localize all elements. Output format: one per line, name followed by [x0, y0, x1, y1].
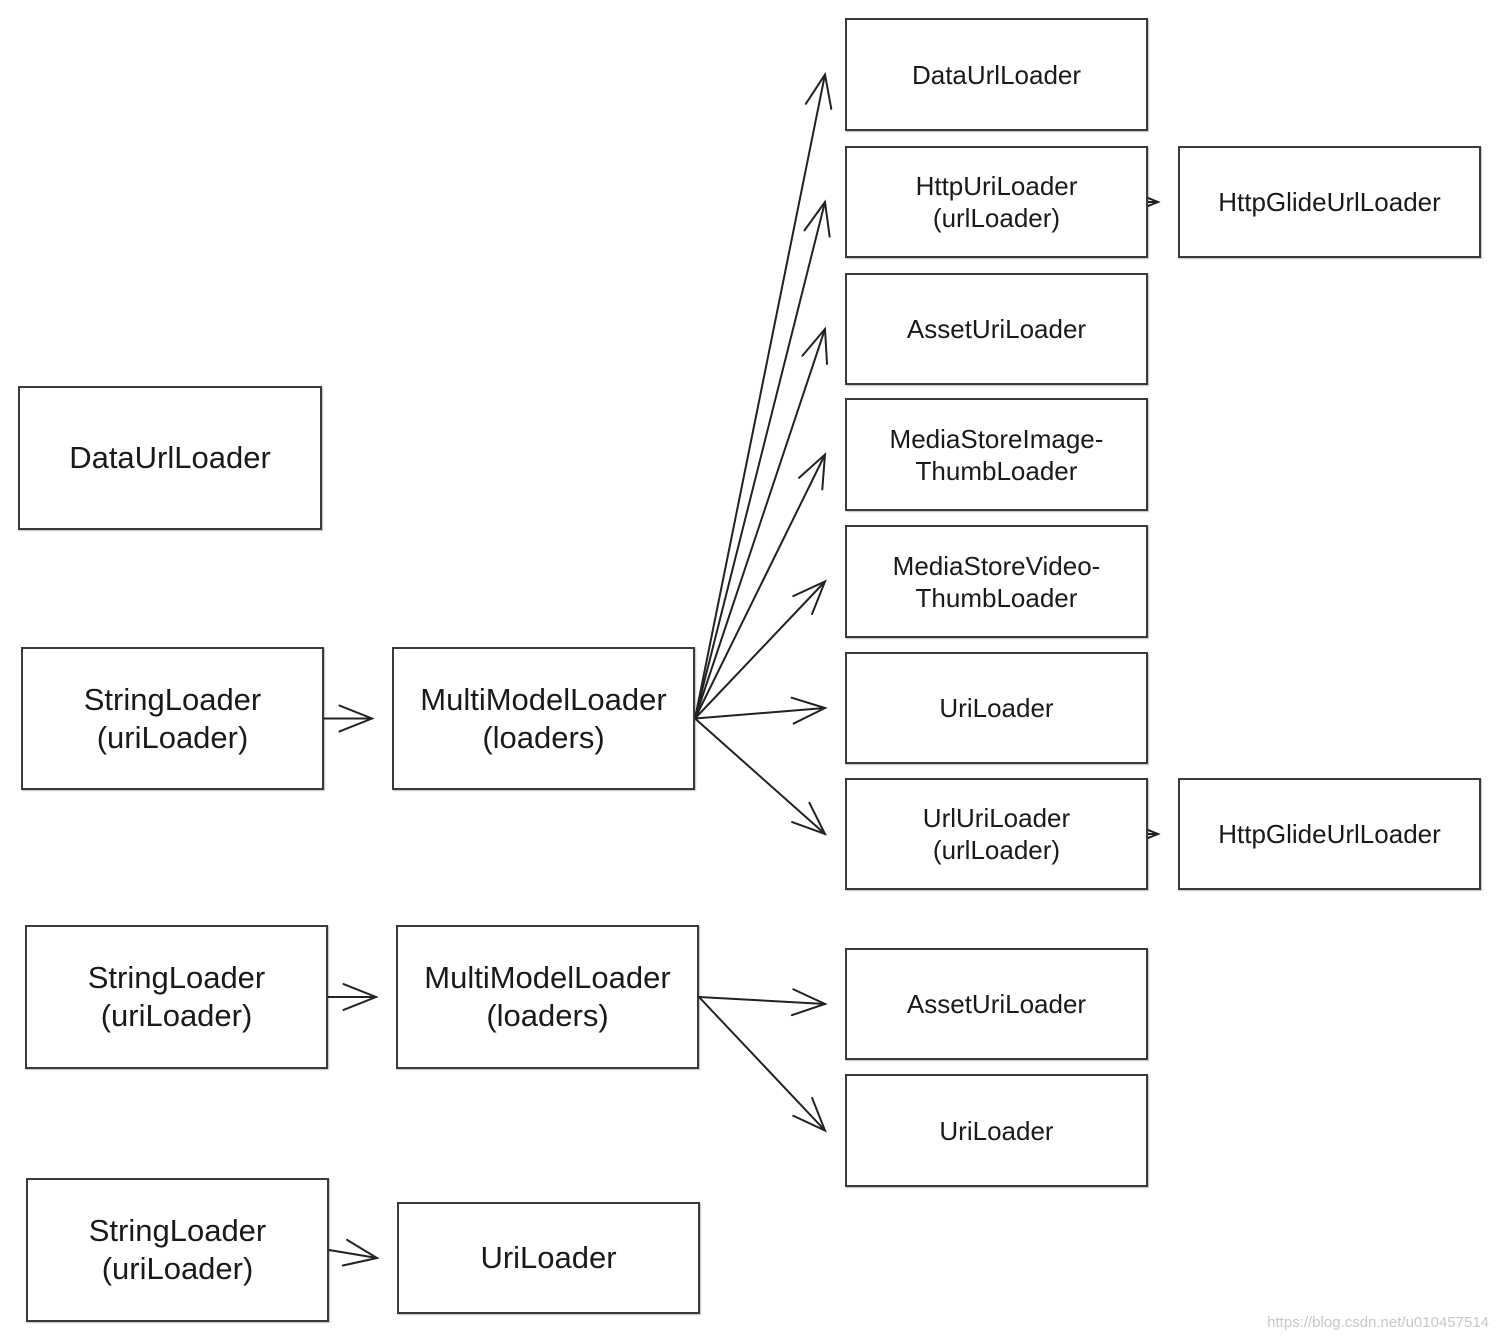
arrowhead — [792, 1096, 827, 1133]
node-label-line: MultiModelLoader — [420, 681, 667, 717]
node-label-line: DataUrlLoader — [911, 59, 1082, 90]
node-label-line: HttpGlideUrlLoader — [1218, 187, 1441, 217]
node-label-line: AssetUriLoader — [906, 314, 1087, 344]
watermark: https://blog.csdn.net/u010457514 — [1267, 1314, 1489, 1331]
node-asseturiloader-1: AssetUriLoader — [845, 273, 1148, 385]
node-label-line: MultiModelLoader — [424, 960, 671, 995]
node-uriloader-3: UriLoader — [397, 1202, 700, 1314]
node-label-line: (urlLoader) — [932, 835, 1061, 865]
arrowhead — [801, 326, 829, 365]
node-multimodelloader-1: MultiModelLoader(loaders) — [392, 647, 695, 790]
node-label-line: MediaStoreVideo- — [892, 550, 1101, 581]
node-label-line: StringLoader — [88, 1213, 267, 1248]
node-label-line: AssetUriLoader — [906, 989, 1087, 1019]
arrowhead — [790, 696, 828, 725]
node-label-line: MediaStoreImage- — [889, 423, 1104, 454]
node-mediastoreimagethumbloader: MediaStoreImage-ThumbLoader — [845, 398, 1148, 511]
arrowhead — [341, 1238, 380, 1267]
arrowhead — [797, 452, 827, 491]
edge-multi2-to-r_uri2 — [698, 996, 826, 1132]
edge-multi2-to-r_asset2 — [698, 996, 826, 1005]
node-httpuriloader: HttpUriLoader(urlLoader) — [845, 146, 1148, 258]
arrowhead — [791, 801, 828, 836]
edge-multi1-to-r_uri1 — [694, 707, 826, 720]
node-httpglideurlloader-1: HttpGlideUrlLoader — [1178, 146, 1481, 258]
node-httpglideurlloader-2: HttpGlideUrlLoader — [1178, 778, 1481, 890]
arrowhead — [790, 988, 828, 1017]
node-label-line: (loaders) — [486, 998, 609, 1033]
node-label-line: (loaders) — [482, 719, 605, 755]
node-dataurlloader-right: DataUrlLoader — [845, 18, 1148, 131]
node-label-line: HttpUriLoader — [915, 171, 1078, 201]
node-label-line: (uriLoader) — [101, 1251, 254, 1286]
node-label-line: UriLoader — [939, 1115, 1054, 1146]
arrowhead — [338, 704, 375, 733]
node-label-line: (urlLoader) — [932, 203, 1061, 233]
edge-string3-to-uri3 — [328, 1249, 378, 1259]
node-stringloader-2: StringLoader(uriLoader) — [25, 925, 328, 1069]
node-label-line: UriLoader — [480, 1240, 617, 1275]
arrowhead — [803, 199, 831, 238]
edge-multi1-to-r_dataurl — [694, 73, 826, 720]
node-label-line: (uriLoader) — [100, 998, 253, 1033]
node-mediastorevideothumbloader: MediaStoreVideo-ThumbLoader — [845, 525, 1148, 638]
node-label-line: UrlUriLoader — [922, 803, 1071, 833]
edge-multi1-to-r_httpuri — [694, 201, 826, 720]
node-label-line: (uriLoader) — [96, 719, 249, 755]
node-asseturiloader-2: AssetUriLoader — [845, 948, 1148, 1060]
node-label-line: ThumbLoader — [915, 455, 1078, 486]
node-label-line: DataUrlLoader — [69, 440, 271, 475]
node-label-line: StringLoader — [87, 960, 266, 995]
arrowhead — [804, 71, 833, 110]
node-dataurlloader-left: DataUrlLoader — [18, 386, 322, 530]
node-label-line: UriLoader — [939, 693, 1054, 723]
node-label-line: HttpGlideUrlLoader — [1218, 819, 1441, 849]
node-label-line: StringLoader — [83, 681, 262, 717]
node-urluriloader: UrlUriLoader(urlLoader) — [845, 778, 1148, 890]
edge-multi1-to-r_msimage — [694, 453, 826, 720]
node-stringloader-1: StringLoader(uriLoader) — [21, 647, 324, 790]
node-stringloader-3: StringLoader(uriLoader) — [26, 1178, 329, 1322]
edge-multi1-to-r_msvideo — [694, 580, 826, 720]
node-uriloader-1: UriLoader — [845, 652, 1148, 764]
arrowhead — [342, 983, 379, 1011]
node-uriloader-2: UriLoader — [845, 1074, 1148, 1187]
node-label-line: ThumbLoader — [915, 582, 1078, 613]
edge-multi1-to-r_urluri — [694, 717, 826, 835]
node-multimodelloader-2: MultiModelLoader(loaders) — [396, 925, 699, 1069]
arrowhead — [792, 579, 827, 616]
edge-multi1-to-r_asset1 — [694, 328, 826, 720]
